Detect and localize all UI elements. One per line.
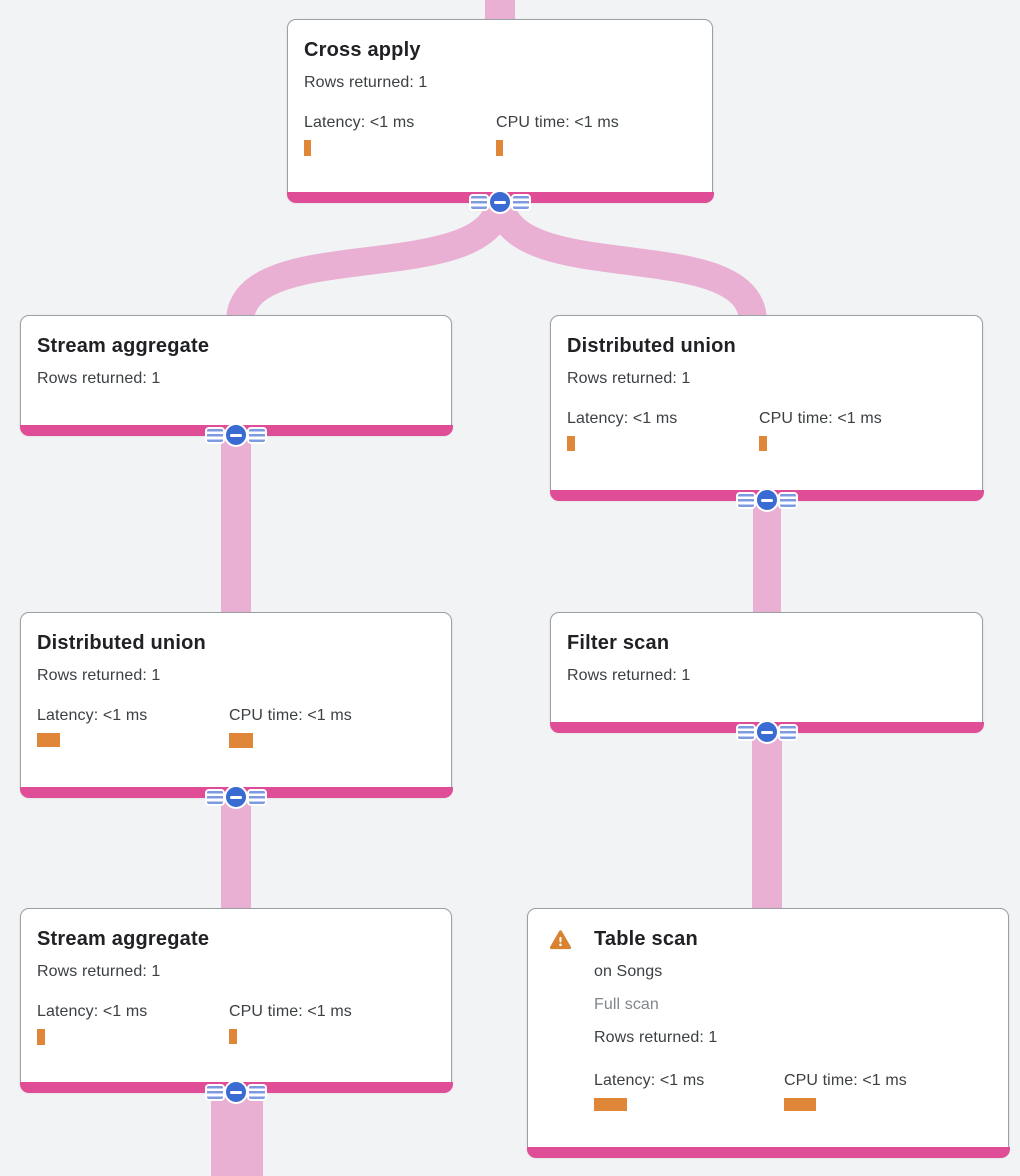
cpu-time-metric: CPU time: <1 ms (229, 999, 421, 1045)
rows-returned: Rows returned: 1 (37, 370, 161, 387)
collapse-stripes-left (737, 725, 754, 739)
collapse-button[interactable] (207, 1079, 265, 1104)
rows-returned: Rows returned: 1 (594, 1029, 718, 1046)
minus-in-circle-icon (224, 1079, 248, 1104)
cpu-time-bar (496, 140, 503, 156)
latency-label: Latency: <1 ms (567, 410, 678, 427)
collapse-stripes-right (249, 790, 265, 804)
collapse-button[interactable] (737, 487, 796, 512)
collapse-stripes-left (737, 493, 754, 507)
minus-in-circle-icon (488, 189, 512, 214)
rows-returned: Rows returned: 1 (37, 667, 161, 684)
cpu-time-bar (229, 733, 253, 748)
node-filter-scan[interactable]: Filter scan Rows returned: 1 (549, 612, 984, 744)
collapse-stripes-right (249, 1085, 265, 1099)
cpu-time-metric: CPU time: <1 ms (229, 703, 421, 748)
latency-metric: Latency: <1 ms (37, 999, 229, 1045)
edge-cross-apply-to-stream-aggregate (226, 198, 514, 324)
latency-metric: Latency: <1 ms (37, 703, 229, 748)
rows-returned: Rows returned: 1 (567, 667, 691, 684)
minus-in-circle-icon (754, 487, 779, 512)
collapse-button[interactable] (737, 719, 796, 744)
latency-metric: Latency: <1 ms (567, 406, 759, 451)
minus-in-circle-icon (224, 784, 248, 809)
cpu-time-label: CPU time: <1 ms (784, 1072, 907, 1089)
collapse-stripes-right (779, 725, 796, 739)
edge-distributed-union-to-stream-aggregate (221, 790, 251, 914)
collapse-stripes-right (513, 195, 529, 209)
node-title: Stream aggregate (37, 335, 210, 357)
node-cross-apply[interactable]: Cross apply Rows returned: 1 Latency: <1… (286, 19, 714, 214)
node-stream-aggregate-lower[interactable]: Stream aggregate Rows returned: 1 Latenc… (19, 908, 453, 1104)
cpu-time-metric: CPU time: <1 ms (784, 1068, 974, 1111)
minus-in-circle-icon (224, 422, 248, 447)
node-title: Distributed union (37, 632, 206, 654)
node-distributed-union-right[interactable]: Distributed union Rows returned: 1 Laten… (549, 315, 984, 512)
table-name: on Songs (594, 963, 663, 980)
cpu-time-label: CPU time: <1 ms (229, 707, 352, 724)
latency-bar (594, 1098, 627, 1111)
cpu-time-label: CPU time: <1 ms (229, 1003, 352, 1020)
cpu-time-bar (759, 436, 767, 451)
latency-bar (37, 733, 60, 747)
node-accent-bar (526, 1146, 1010, 1158)
node-stream-aggregate-upper[interactable]: Stream aggregate Rows returned: 1 (19, 315, 453, 447)
collapse-button[interactable] (207, 784, 265, 809)
latency-metric: Latency: <1 ms (304, 110, 496, 156)
scan-type: Full scan (594, 996, 659, 1013)
rows-returned: Rows returned: 1 (37, 963, 161, 980)
warning-triangle-icon (549, 930, 572, 950)
cpu-time-metric: CPU time: <1 ms (759, 406, 951, 451)
collapse-button[interactable] (471, 189, 529, 214)
cpu-time-label: CPU time: <1 ms (496, 114, 619, 131)
edge-filter-scan-to-table-scan (752, 726, 782, 914)
edge-cross-apply-to-distributed-union (486, 198, 767, 324)
minus-in-circle-icon (754, 719, 779, 744)
node-title: Stream aggregate (37, 928, 210, 950)
node-title: Table scan (594, 928, 698, 950)
node-table-scan[interactable]: Table scan on Songs Full scan Rows retur… (526, 908, 1010, 1158)
latency-bar (304, 140, 311, 156)
node-distributed-union-left[interactable]: Distributed union Rows returned: 1 Laten… (19, 612, 453, 809)
edge-into-cross-apply (485, 0, 515, 22)
node-title: Cross apply (304, 39, 421, 61)
latency-bar (37, 1029, 45, 1045)
collapse-stripes-right (249, 428, 265, 442)
edge-distributed-union-to-filter-scan (753, 494, 781, 618)
collapse-stripes-left (207, 1085, 223, 1099)
latency-metric: Latency: <1 ms (594, 1068, 784, 1111)
latency-label: Latency: <1 ms (37, 1003, 148, 1020)
latency-bar (567, 436, 575, 451)
node-title: Distributed union (567, 335, 736, 357)
rows-returned: Rows returned: 1 (304, 74, 428, 91)
cpu-time-metric: CPU time: <1 ms (496, 110, 688, 156)
latency-label: Latency: <1 ms (304, 114, 415, 131)
collapse-stripes-right (779, 493, 796, 507)
cpu-time-bar (784, 1098, 816, 1111)
latency-label: Latency: <1 ms (37, 707, 148, 724)
collapse-stripes-left (207, 428, 223, 442)
node-title: Filter scan (567, 632, 670, 654)
edge-stream-aggregate-to-distributed-union (221, 428, 251, 618)
collapse-stripes-left (471, 195, 487, 209)
rows-returned: Rows returned: 1 (567, 370, 691, 387)
latency-label: Latency: <1 ms (594, 1072, 705, 1089)
cpu-time-bar (229, 1029, 237, 1044)
collapse-button[interactable] (207, 422, 265, 447)
cpu-time-label: CPU time: <1 ms (759, 410, 882, 427)
collapse-stripes-left (207, 790, 223, 804)
